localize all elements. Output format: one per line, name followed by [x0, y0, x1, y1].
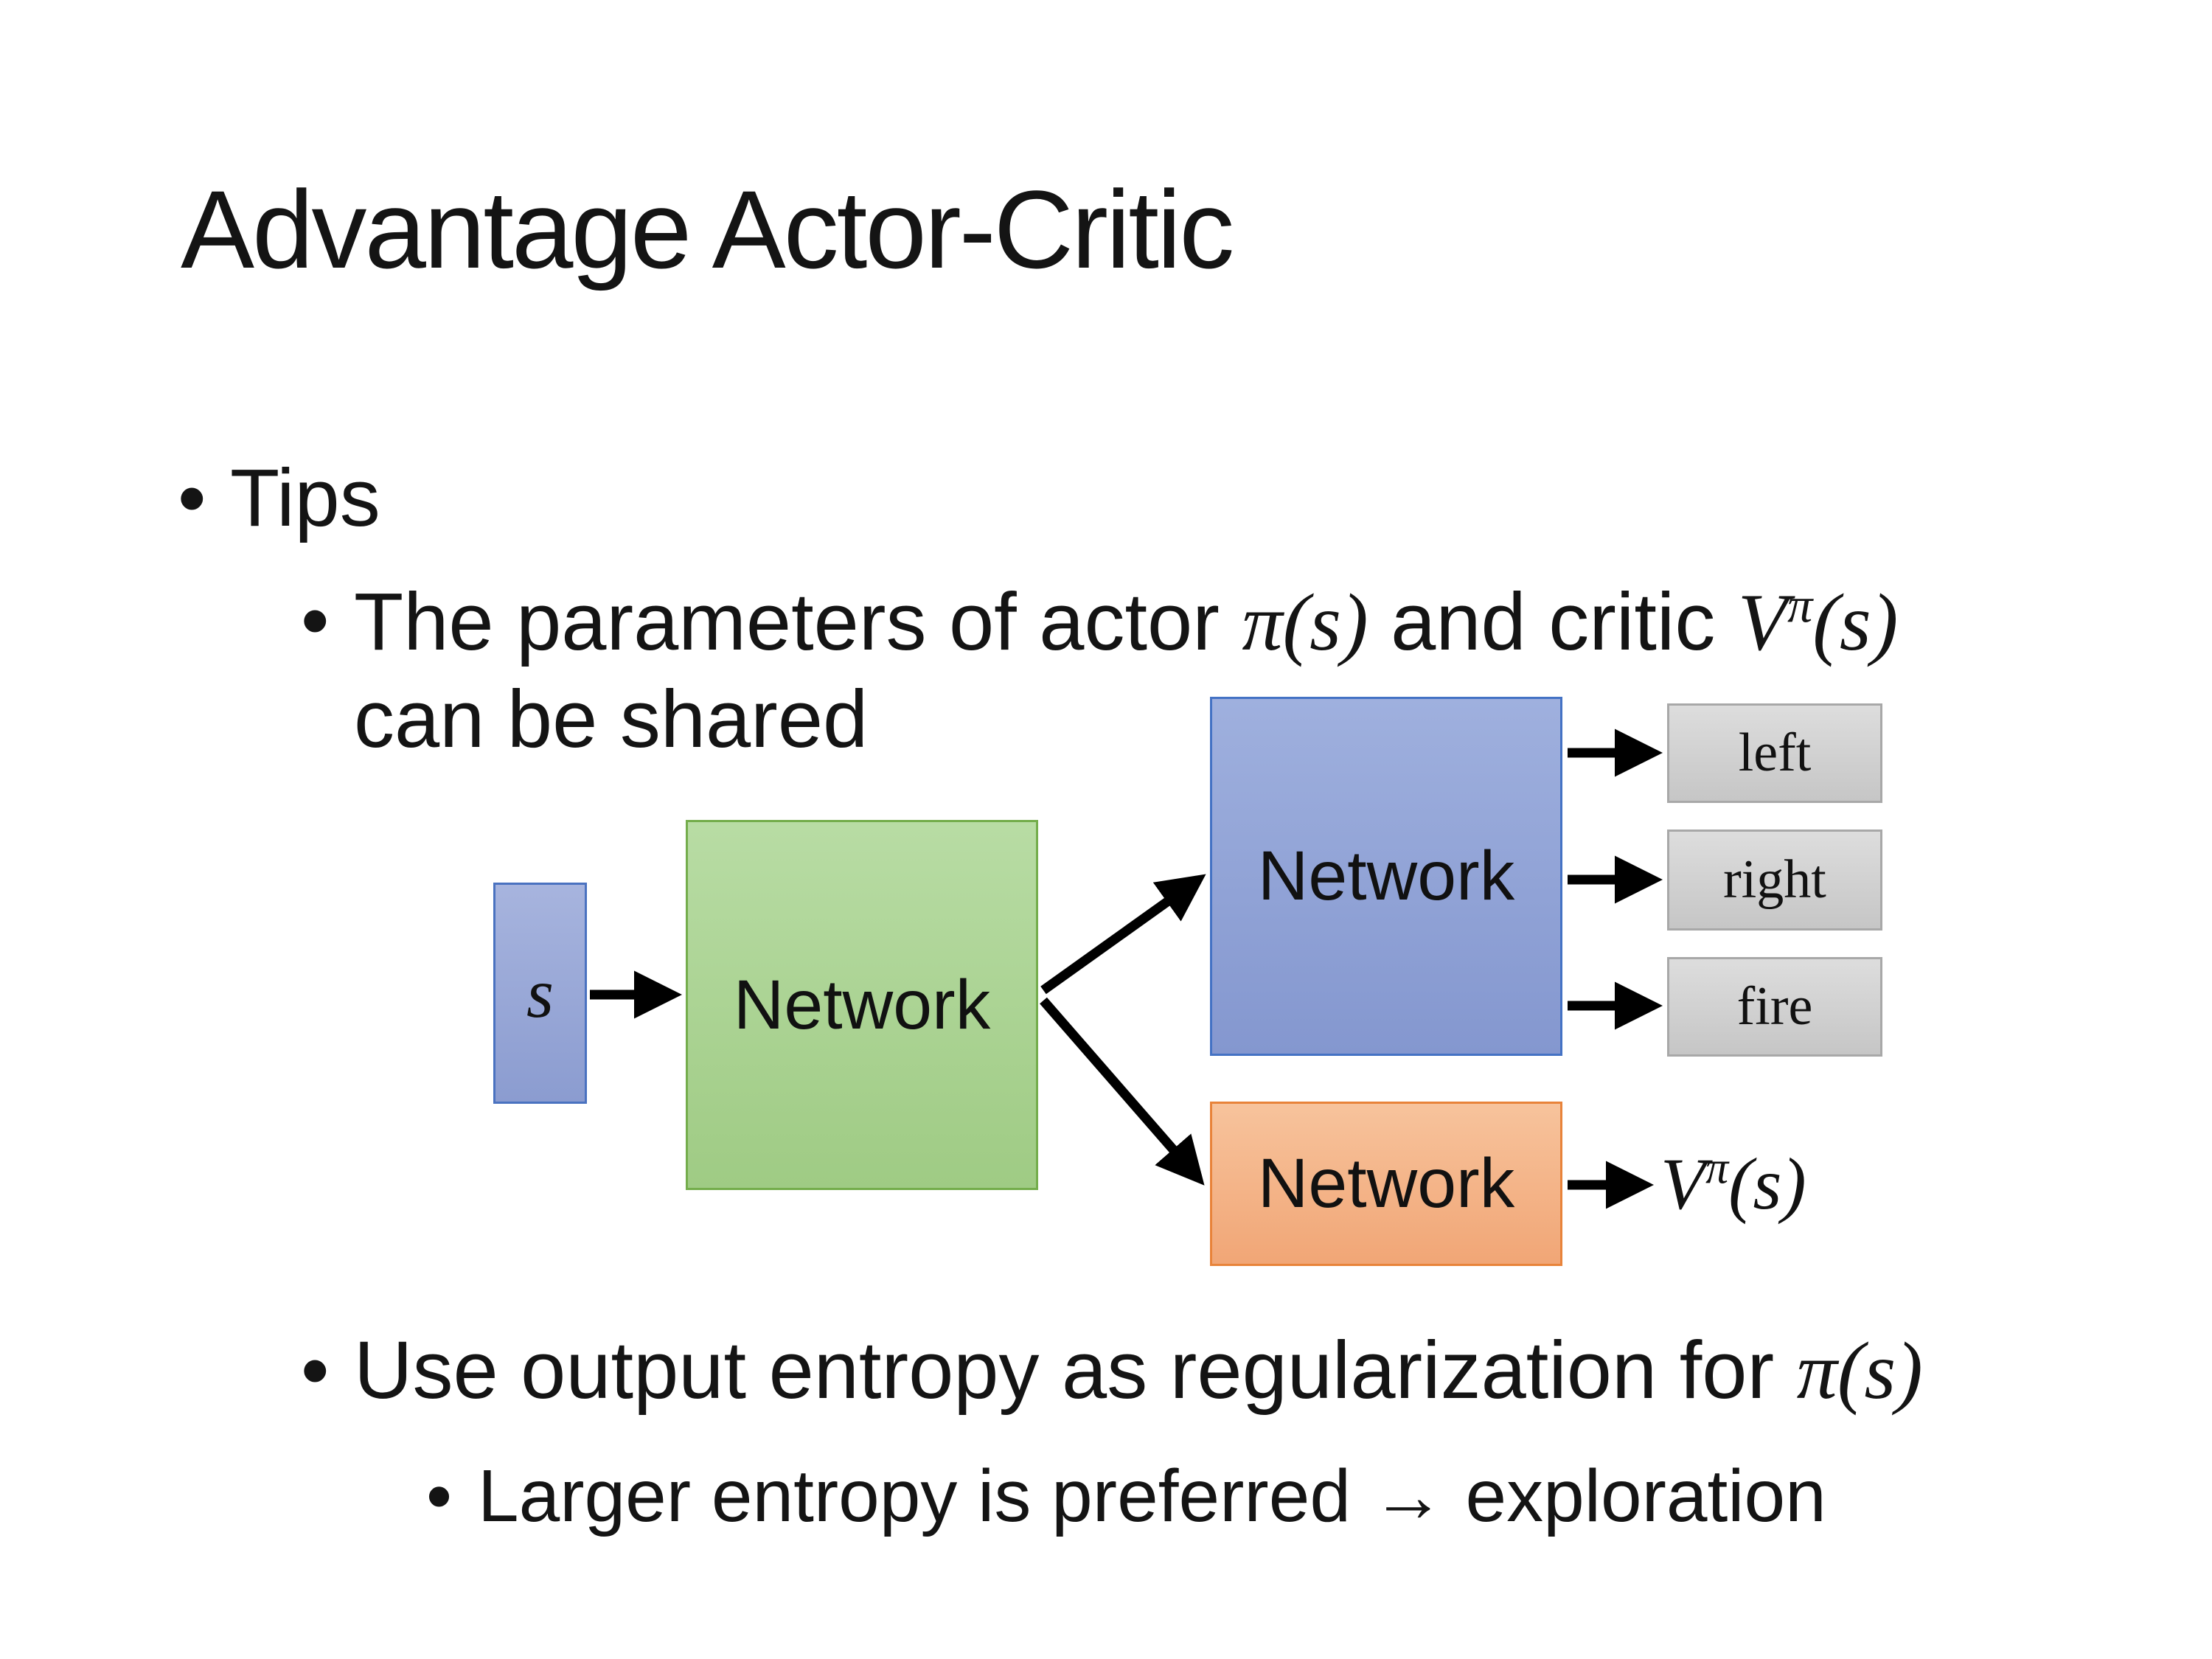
- action-box-fire: fire: [1667, 957, 1882, 1057]
- critic-output-base: V: [1660, 1143, 1706, 1225]
- critic-output-sup: π: [1705, 1143, 1729, 1194]
- arrow-shared-to-actor: [1040, 874, 1206, 995]
- critic-network-box: Network: [1210, 1102, 1562, 1266]
- bullet-text-entropy: Use output entropy as regularization for…: [354, 1324, 1923, 1418]
- critic-output-label: Vπ(s): [1660, 1141, 1806, 1226]
- slide-title: Advantage Actor-Critic: [181, 167, 1234, 291]
- actor-network-box: Network: [1210, 697, 1562, 1056]
- shared-network-label: Network: [733, 965, 991, 1044]
- math-v-sup: π: [1787, 577, 1813, 633]
- bullet-text-exploration: Larger entropy is preferred → exploratio…: [478, 1455, 1826, 1537]
- action-box-left: left: [1667, 703, 1882, 803]
- action-label-right: right: [1723, 849, 1826, 910]
- text-pre: Use output entropy as regularization for: [354, 1325, 1797, 1416]
- diagram-arrows: [590, 728, 1663, 1209]
- math-v-pi-s: Vπ(s): [1738, 577, 1898, 667]
- critic-output-arg: (s): [1728, 1143, 1806, 1225]
- math-v-arg: (s): [1812, 577, 1899, 667]
- bullet-dot-l2a: •: [301, 575, 330, 666]
- text-mid: and critic: [1368, 577, 1738, 667]
- actor-network-label: Network: [1257, 837, 1515, 915]
- text-pre: The parameters of actor: [354, 577, 1242, 667]
- bullet-dot-l3: •: [426, 1455, 453, 1537]
- action-label-left: left: [1738, 723, 1812, 783]
- bullet-text-parameters-line1: The parameters of actor π(s) and critic …: [354, 574, 1898, 671]
- math-pi-s: π(s): [1242, 577, 1368, 667]
- math-pi-s: π(s): [1796, 1326, 1923, 1416]
- bullet-text-parameters: The parameters of actor π(s) and critic …: [354, 574, 1898, 768]
- action-label-fire: fire: [1736, 976, 1813, 1037]
- arrow-shared-to-critic: [1040, 997, 1205, 1186]
- bullet-text-parameters-line2: can be shared: [354, 674, 869, 765]
- math-v-base: V: [1737, 577, 1788, 667]
- shared-network-box: Network: [686, 820, 1038, 1190]
- bullet-dot-l2b: •: [301, 1325, 330, 1416]
- bullet-text-tips: Tips: [230, 453, 380, 543]
- bullet-dot-l1: •: [178, 453, 206, 543]
- state-label: s: [526, 954, 554, 1032]
- critic-network-label: Network: [1257, 1144, 1515, 1222]
- state-input-box: s: [493, 883, 587, 1104]
- action-box-right: right: [1667, 830, 1882, 931]
